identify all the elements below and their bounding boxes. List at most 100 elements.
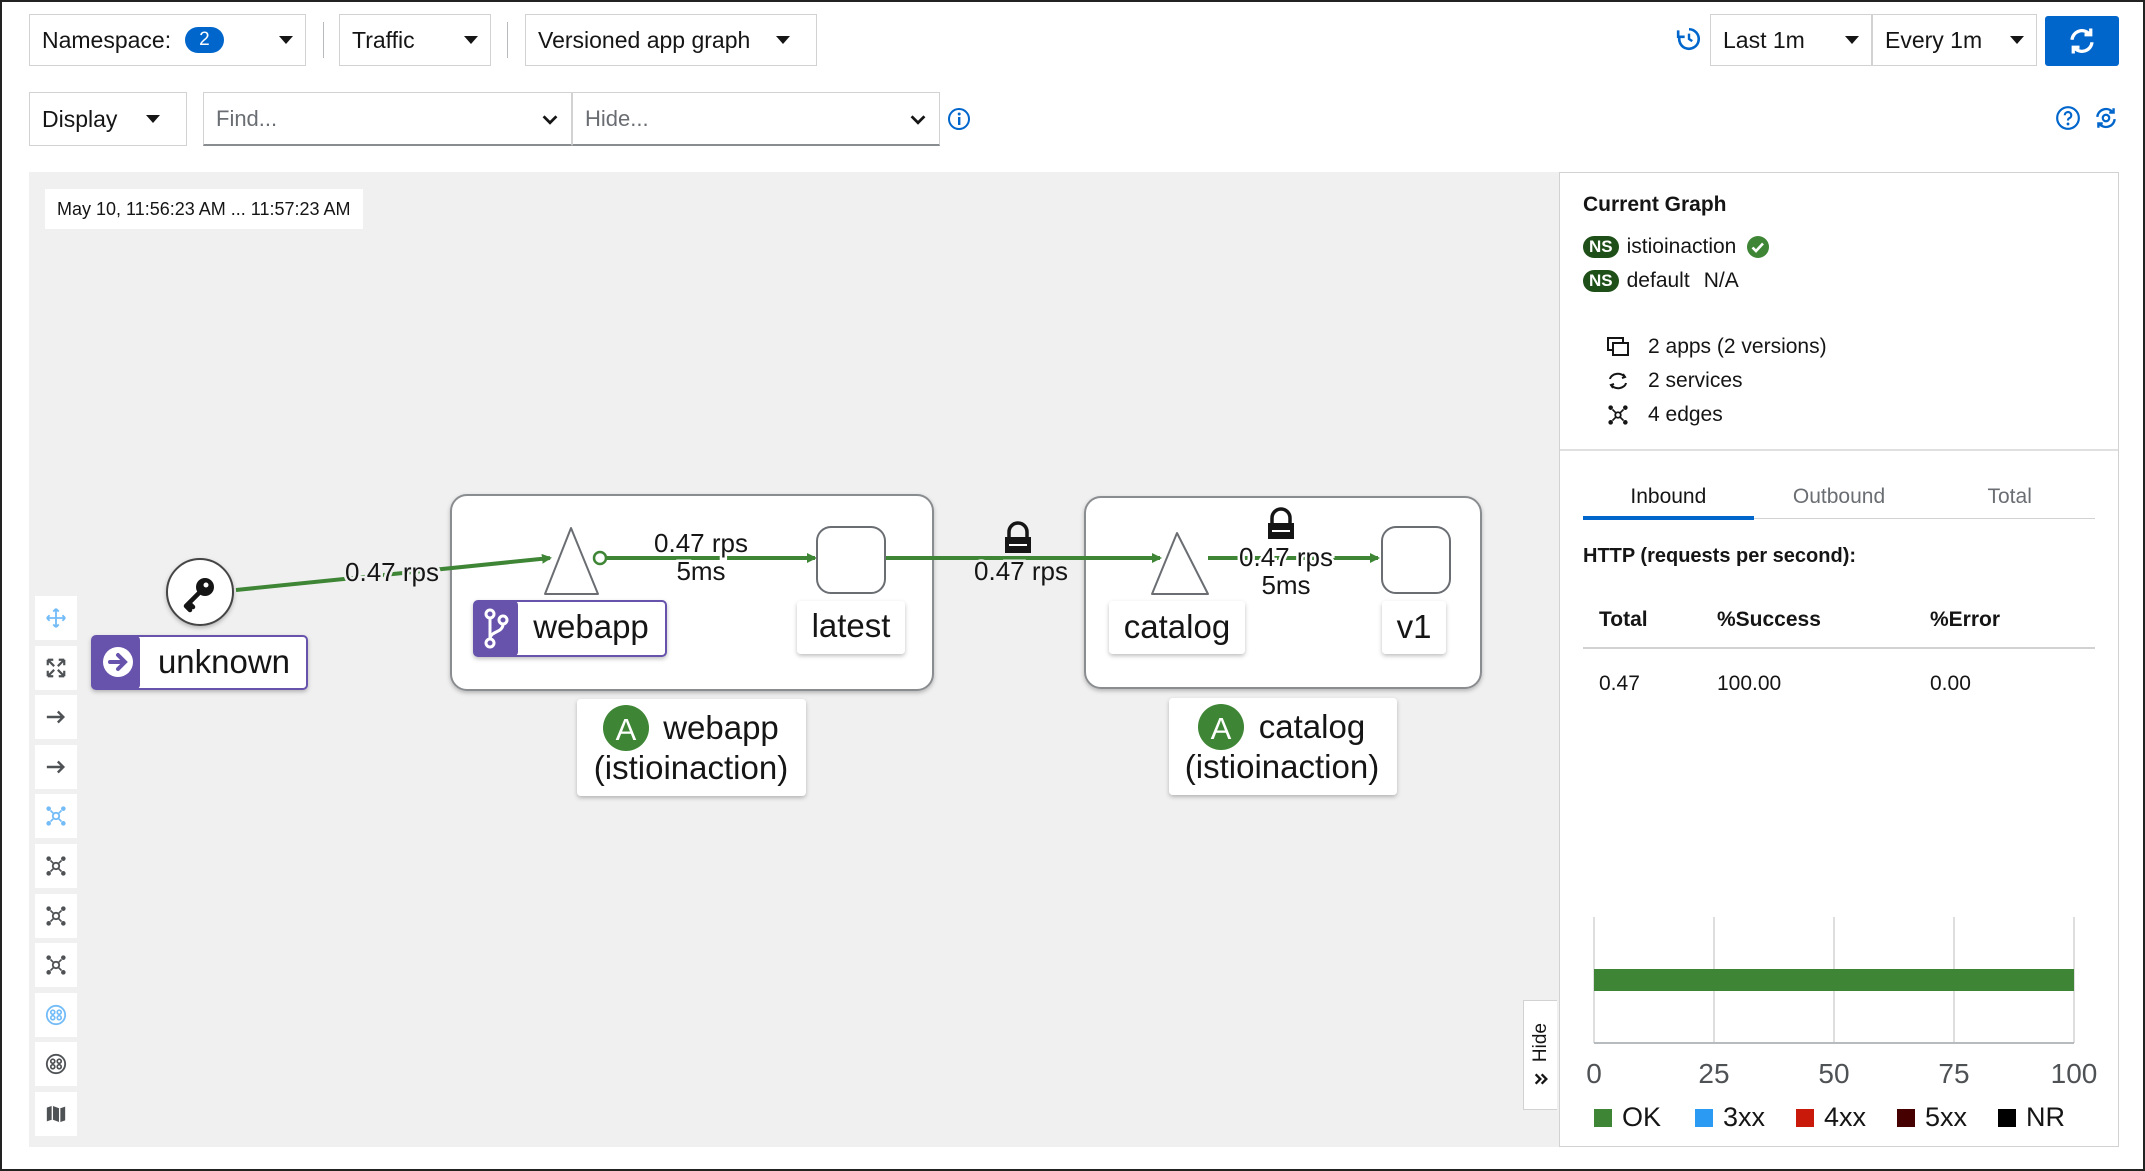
duration-dropdown[interactable]: Last 1m bbox=[1710, 14, 1872, 66]
namespace-row: NS default N/A bbox=[1583, 269, 1739, 293]
topology-layout-icon[interactable] bbox=[35, 843, 77, 888]
edge-origin-marker bbox=[592, 550, 608, 566]
legend-swatch bbox=[1897, 1109, 1915, 1127]
chart-tick-label: 75 bbox=[1938, 1058, 1969, 1089]
column-header: Total bbox=[1599, 608, 1648, 631]
catalog-app-name: catalog bbox=[1259, 708, 1365, 745]
chart-bar-ok bbox=[1594, 969, 2074, 991]
traffic-dropdown[interactable]: Traffic bbox=[339, 14, 491, 66]
mtls-lock-icon bbox=[1005, 521, 1031, 553]
history-icon[interactable] bbox=[1676, 26, 1702, 57]
services-stat-text: 2 services bbox=[1648, 369, 1743, 392]
namespace-badge: NS bbox=[1583, 270, 1619, 292]
webapp-latest-node[interactable] bbox=[816, 526, 886, 594]
namespace-name[interactable]: istioinaction bbox=[1626, 235, 1737, 258]
edges-stat: 4 edges bbox=[1606, 403, 1723, 427]
summary-panel: Current Graph NS istioinaction NS defaul… bbox=[1559, 172, 2119, 1147]
legend-label: OK bbox=[1622, 1102, 1661, 1132]
layout-arrow-icon[interactable] bbox=[35, 744, 77, 789]
edge-unknown-to-webapp[interactable] bbox=[235, 553, 552, 592]
topology-layout-icon[interactable] bbox=[35, 893, 77, 938]
edge-label-rps: 0.47 rps bbox=[654, 528, 748, 558]
topology-layout-icon[interactable] bbox=[35, 943, 77, 988]
find-input[interactable]: Find... bbox=[203, 92, 572, 146]
caret-down-icon bbox=[776, 36, 790, 44]
panel-divider bbox=[1560, 449, 2118, 451]
catalog-service-text: catalog bbox=[1124, 608, 1230, 645]
double-chevron-right-icon bbox=[1534, 1073, 1548, 1085]
catalog-service-node[interactable] bbox=[1151, 532, 1209, 595]
find-placeholder: Find... bbox=[216, 105, 278, 131]
namespace-count-badge: 2 bbox=[185, 27, 224, 53]
tab-outbound[interactable]: Outbound bbox=[1792, 485, 1886, 508]
refresh-interval-label: Every 1m bbox=[1885, 26, 1983, 53]
catalog-v1-text: v1 bbox=[1397, 608, 1432, 645]
catalog-v1-node[interactable] bbox=[1381, 526, 1451, 594]
namespace-badge: NS bbox=[1583, 236, 1619, 258]
legend-swatch bbox=[1594, 1109, 1612, 1127]
table-row: 0.47 100.00 0.00 bbox=[1583, 649, 2095, 719]
catalog-service-label[interactable] bbox=[1109, 601, 1245, 654]
namespace-dropdown[interactable]: Namespace: 2 bbox=[29, 14, 306, 66]
unknown-node-text: unknown bbox=[158, 643, 290, 680]
duration-label: Last 1m bbox=[1723, 26, 1805, 53]
table-cell: 100.00 bbox=[1717, 672, 1782, 695]
tab-inbound[interactable]: Inbound bbox=[1583, 473, 1754, 520]
hide-panel-label: Hide bbox=[1529, 1023, 1551, 1063]
mtls-lock-icon bbox=[1268, 507, 1294, 539]
caret-down-icon bbox=[2010, 36, 2024, 44]
namespace-layout-icon[interactable] bbox=[35, 1042, 77, 1087]
expand-icon[interactable] bbox=[35, 645, 77, 690]
topology-icon bbox=[1608, 405, 1628, 425]
services-stat: 2 services bbox=[1606, 369, 1743, 393]
graph-type-label: Versioned app graph bbox=[538, 26, 751, 53]
hide-panel-button[interactable]: Hide bbox=[1523, 1000, 1557, 1110]
panel-title: Current Graph bbox=[1583, 193, 1727, 216]
replay-icon[interactable] bbox=[2093, 105, 2119, 136]
legend-map-icon[interactable] bbox=[35, 1091, 77, 1136]
legend-swatch bbox=[1695, 1109, 1713, 1127]
edge-label-rps: 0.47 rps bbox=[345, 557, 439, 587]
legend-swatch bbox=[1998, 1109, 2016, 1127]
edge-label-rps: 0.47 rps bbox=[974, 556, 1068, 586]
webapp-service-text: webapp bbox=[532, 608, 649, 645]
refresh-button[interactable] bbox=[2045, 16, 2119, 66]
service-icon-bg bbox=[474, 601, 518, 656]
caret-down-icon bbox=[146, 115, 160, 123]
webapp-latest-label[interactable] bbox=[797, 601, 905, 654]
table-header: Total %Success %Error bbox=[1583, 593, 2095, 649]
column-header: %Success bbox=[1717, 608, 1821, 631]
catalog-v1-label[interactable] bbox=[1382, 601, 1446, 654]
traffic-tabs: Inbound Outbound Total bbox=[1583, 473, 2095, 520]
webapp-app-namespace: (istioinaction) bbox=[594, 749, 788, 786]
apps-stat-text: 2 apps (2 versions) bbox=[1648, 335, 1827, 358]
toolbar-divider bbox=[507, 22, 508, 58]
namespace-label: Namespace: bbox=[42, 26, 172, 53]
check-circle-icon bbox=[1747, 236, 1770, 258]
chart-tick-label: 25 bbox=[1698, 1058, 1729, 1089]
graph-type-dropdown[interactable]: Versioned app graph bbox=[525, 14, 817, 66]
display-dropdown[interactable]: Display bbox=[29, 92, 187, 146]
caret-down-icon bbox=[464, 36, 478, 44]
legend-label: 5xx bbox=[1925, 1102, 1968, 1132]
chevron-down-icon[interactable] bbox=[539, 109, 561, 131]
app-badge-letter: A bbox=[1211, 711, 1232, 746]
namespace-layout-icon[interactable] bbox=[35, 992, 77, 1037]
webapp-latest-text: latest bbox=[812, 607, 891, 644]
topology-layout-icon[interactable] bbox=[35, 794, 77, 839]
info-icon[interactable] bbox=[947, 107, 971, 136]
traffic-label: Traffic bbox=[352, 26, 415, 53]
webapp-service-node[interactable] bbox=[544, 527, 599, 595]
pan-icon[interactable] bbox=[35, 596, 77, 640]
namespace-name[interactable]: default bbox=[1626, 269, 1690, 292]
refresh-interval-dropdown[interactable]: Every 1m bbox=[1872, 14, 2037, 66]
caret-down-icon bbox=[279, 36, 293, 44]
chevron-down-icon[interactable] bbox=[907, 109, 929, 131]
layout-arrow-icon[interactable] bbox=[35, 695, 77, 740]
help-icon[interactable] bbox=[2055, 105, 2081, 136]
http-section-title: HTTP (requests per second): bbox=[1583, 545, 1857, 567]
hide-input[interactable]: Hide... bbox=[572, 92, 940, 146]
tab-total[interactable]: Total bbox=[1987, 485, 2032, 508]
services-icon bbox=[1609, 372, 1627, 390]
